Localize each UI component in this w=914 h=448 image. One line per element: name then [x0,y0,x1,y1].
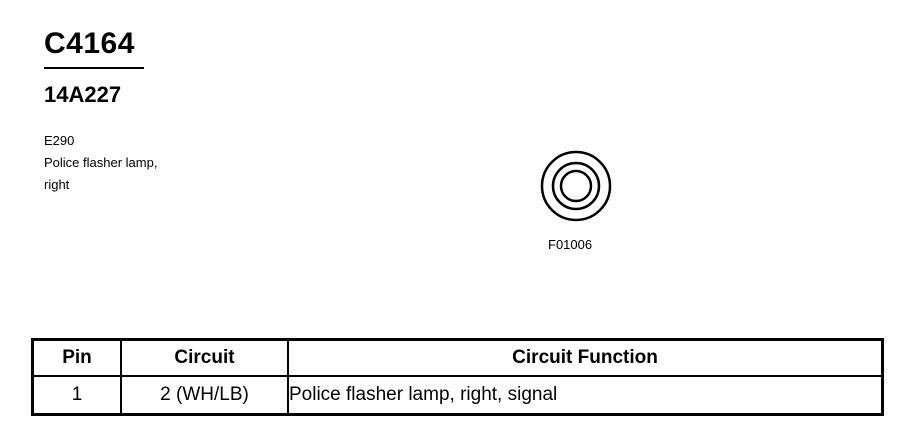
component-name-line2: right [44,177,70,192]
connector-id-title: C4164 [44,27,135,60]
component-code: E290 [44,133,75,148]
header-circuit: Circuit [120,338,289,377]
header-circuit-function: Circuit Function [287,338,884,377]
pin-table-header-row: Pin Circuit Circuit Function [31,338,884,377]
component-name-line1: Police flasher lamp, [44,155,158,170]
header-pin: Pin [31,338,122,377]
connector-outer-ring [540,150,612,222]
title-underline [44,67,144,69]
circuit-function-cell: Police flasher lamp, right, signal [287,375,884,416]
pin-cell: 1 [31,375,122,416]
circuit-cell: 2 (WH/LB) [120,375,289,416]
figure-code: F01006 [548,237,593,252]
connector-description: E290 Police flasher lamp, right [44,130,157,196]
pin-table: Pin Circuit Circuit Function 1 2 (WH/LB)… [31,338,884,416]
table-row: 1 2 (WH/LB) Police flasher lamp, right, … [31,375,884,416]
connector-pin-ring [559,169,593,203]
part-number: 14A227 [44,82,122,107]
connector-face-icon [540,150,612,222]
connector-middle-ring [551,161,601,211]
